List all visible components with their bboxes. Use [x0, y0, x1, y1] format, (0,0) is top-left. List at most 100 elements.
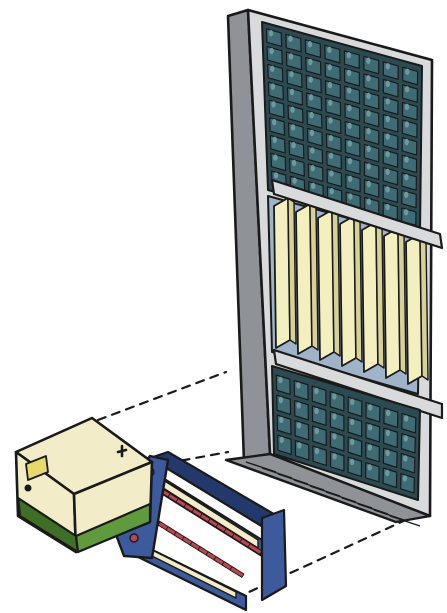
cell-highlight [288, 36, 292, 42]
slot-card-edge [420, 234, 428, 380]
cell-highlight [329, 153, 333, 159]
cell-highlight [310, 130, 314, 136]
cell-highlight [368, 444, 372, 450]
slot-card [362, 222, 378, 372]
cell-highlight [386, 410, 390, 416]
cell-highlight [347, 87, 351, 93]
slot-card-edge [376, 222, 384, 368]
cell-highlight [290, 107, 294, 113]
cell-highlight [350, 399, 354, 405]
cell-highlight [405, 121, 409, 127]
cell-highlight [272, 119, 276, 125]
cell-highlight [328, 117, 332, 123]
cell-highlight [348, 176, 352, 182]
cell-highlight [328, 100, 332, 106]
cell-highlight [404, 174, 408, 180]
cell-highlight [329, 135, 333, 141]
cell-highlight [348, 193, 352, 199]
cell-highlight [329, 170, 333, 176]
cell-highlight [367, 181, 371, 187]
cell-highlight [404, 209, 408, 215]
cell-highlight [332, 453, 336, 459]
cell-highlight [315, 428, 319, 434]
cell-highlight [278, 377, 282, 383]
bracket-end-plate [262, 510, 286, 600]
cell-highlight [368, 464, 372, 470]
slot-card [274, 198, 290, 348]
cell-highlight [366, 128, 370, 134]
slot-card [384, 228, 400, 378]
slot-card [318, 210, 334, 360]
cell-highlight [269, 48, 273, 54]
cell-highlight [309, 112, 313, 118]
cell-highlight [385, 133, 389, 139]
slot-card-edge [288, 198, 296, 344]
cell-highlight [289, 71, 293, 77]
cell-highlight [405, 104, 409, 110]
cell-highlight [311, 165, 315, 171]
cell-highlight [386, 430, 390, 436]
cell-highlight [366, 110, 370, 116]
cell-highlight [273, 154, 277, 160]
cell-highlight [271, 101, 275, 107]
cell-highlight [308, 59, 312, 65]
cell-highlight [405, 86, 409, 92]
cell-highlight [404, 139, 408, 145]
cell-highlight [297, 442, 301, 448]
cell-highlight [296, 382, 300, 388]
cell-highlight [274, 172, 278, 178]
cell-highlight [314, 408, 318, 414]
cell-highlight [367, 146, 371, 152]
cell-highlight [311, 183, 315, 189]
cell-highlight [386, 98, 390, 104]
slot-card [340, 216, 356, 366]
cell-highlight [280, 437, 284, 443]
slot-card-edge [398, 228, 406, 374]
spring-coil [230, 567, 244, 578]
cell-highlight [297, 422, 301, 428]
slot-card [296, 204, 312, 354]
cell-highlight [347, 70, 351, 76]
cell-highlight [347, 123, 351, 129]
cell-highlight [367, 163, 371, 169]
cell-highlight [269, 30, 273, 36]
cell-highlight [310, 147, 314, 153]
cell-highlight [348, 140, 352, 146]
cell-highlight [404, 192, 408, 198]
bracket-bolt [130, 534, 138, 542]
cell-highlight [292, 177, 296, 183]
charging-rack [226, 10, 442, 526]
cell-highlight [404, 156, 408, 162]
slot-card-edge [310, 204, 318, 350]
cell-highlight [347, 105, 351, 111]
cell-highlight [368, 424, 372, 430]
cell-highlight [332, 413, 336, 419]
cell-highlight [332, 433, 336, 439]
cell-highlight [350, 439, 354, 445]
cell-highlight [385, 450, 389, 456]
cell-highlight [348, 158, 352, 164]
cell-highlight [328, 82, 332, 88]
cell-highlight [350, 419, 354, 425]
cell-highlight [403, 455, 407, 461]
cell-highlight [328, 64, 332, 70]
cell-highlight [404, 435, 408, 441]
cell-highlight [405, 68, 409, 74]
cell-highlight [403, 475, 407, 481]
cell-highlight [279, 417, 283, 423]
cell-highlight [279, 397, 283, 403]
cell-highlight [366, 58, 370, 64]
dashed-guide [98, 372, 226, 420]
cell-highlight [385, 470, 389, 476]
cell-highlight [291, 124, 295, 130]
cell-highlight [385, 186, 389, 192]
cell-highlight [385, 169, 389, 175]
slot-card [406, 234, 422, 384]
cell-highlight [270, 66, 274, 72]
cell-highlight [291, 142, 295, 148]
cell-highlight [315, 448, 319, 454]
cell-highlight [367, 199, 371, 205]
cell-highlight [332, 393, 336, 399]
